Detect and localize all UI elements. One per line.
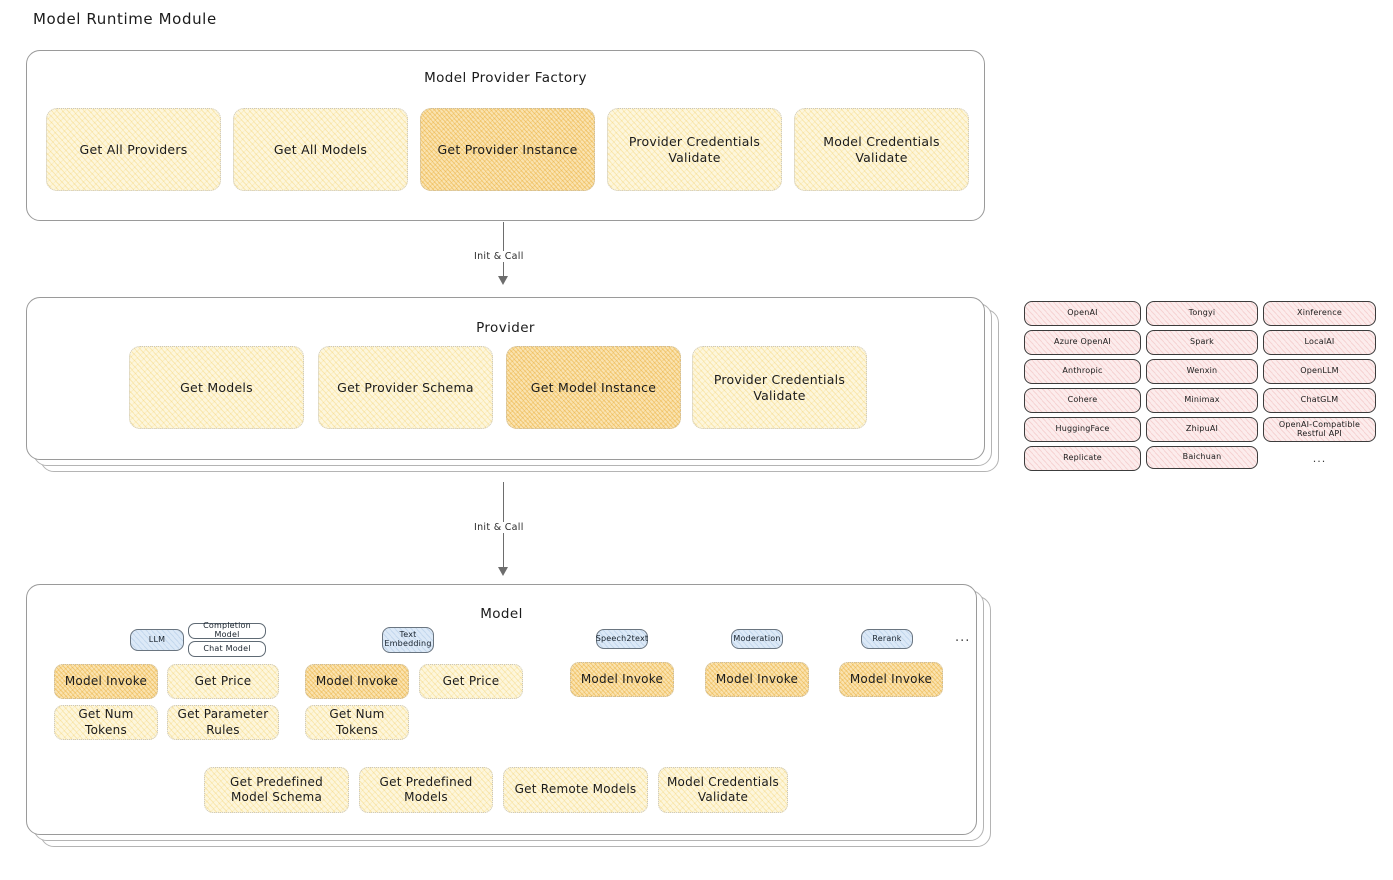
model-method-text-embedding-get-num-tokens[interactable]: Get Num Tokens xyxy=(305,705,409,740)
provider-box-get-provider-schema[interactable]: Get Provider Schema xyxy=(318,346,493,429)
provider-box-get-model-instance[interactable]: Get Model Instance xyxy=(506,346,681,429)
provider-chip-replicate[interactable]: Replicate xyxy=(1024,446,1141,471)
model-method-llm-get-parameter-rules[interactable]: Get Parameter Rules xyxy=(167,705,279,740)
model-provider-factory-panel: Model Provider Factory Get All Providers… xyxy=(26,50,985,221)
provider-chip-minimax[interactable]: Minimax xyxy=(1146,388,1258,413)
provider-chip-chatglm[interactable]: ChatGLM xyxy=(1263,388,1376,413)
arrow-factory-to-provider-head xyxy=(498,276,508,285)
provider-chip-tongyi[interactable]: Tongyi xyxy=(1146,301,1258,326)
provider-chip-zhipuai[interactable]: ZhipuAI xyxy=(1146,417,1258,442)
model-method-llm-get-num-tokens[interactable]: Get Num Tokens xyxy=(54,705,158,740)
provider-chip-xinference[interactable]: Xinference xyxy=(1263,301,1376,326)
provider-box-provider-credentials-validate[interactable]: Provider Credentials Validate xyxy=(692,346,867,429)
model-panel: Model LLM Completion Model Chat Model Mo… xyxy=(26,584,977,835)
model-type-badge-moderation[interactable]: Moderation xyxy=(731,629,783,649)
provider-chip-openai[interactable]: OpenAI xyxy=(1024,301,1141,326)
arrow-provider-to-model-label: Init & Call xyxy=(470,522,528,533)
provider-chip-baichuan[interactable]: Baichuan xyxy=(1146,446,1258,469)
model-method-text-embedding-model-invoke[interactable]: Model Invoke xyxy=(305,664,409,699)
model-common-get-remote-models[interactable]: Get Remote Models xyxy=(503,767,648,813)
model-subtype-badge-completion-model[interactable]: Completion Model xyxy=(188,621,266,639)
provider-panel: Provider Get Models Get Provider Schema … xyxy=(26,297,985,460)
model-method-rerank-model-invoke[interactable]: Model Invoke xyxy=(839,662,943,697)
model-provider-factory-title: Model Provider Factory xyxy=(424,70,587,86)
provider-chip-wenxin[interactable]: Wenxin xyxy=(1146,359,1258,384)
model-type-badge-text-embedding[interactable]: Text Embedding xyxy=(382,627,434,653)
provider-title: Provider xyxy=(476,320,535,336)
provider-chip-spark[interactable]: Spark xyxy=(1146,330,1258,355)
model-common-model-credentials-validate[interactable]: Model Credentials Validate xyxy=(658,767,788,813)
provider-chip-localai[interactable]: LocalAI xyxy=(1263,330,1376,355)
model-type-badge-llm[interactable]: LLM xyxy=(130,629,184,651)
provider-chip-anthropic[interactable]: Anthropic xyxy=(1024,359,1141,384)
model-type-badge-rerank[interactable]: Rerank xyxy=(861,629,913,649)
provider-box-get-models[interactable]: Get Models xyxy=(129,346,304,429)
page-title: Model Runtime Module xyxy=(33,10,217,28)
factory-box-provider-credentials-validate[interactable]: Provider Credentials Validate xyxy=(607,108,782,191)
provider-chip-openai-compatible-restful-api[interactable]: OpenAI-Compatible Restful API xyxy=(1263,417,1376,442)
model-type-badge-speech2text[interactable]: Speech2text xyxy=(596,629,648,649)
model-common-get-predefined-models[interactable]: Get Predefined Models xyxy=(359,767,493,813)
model-method-llm-get-price[interactable]: Get Price xyxy=(167,664,279,699)
factory-box-get-all-providers[interactable]: Get All Providers xyxy=(46,108,221,191)
provider-chip-huggingface[interactable]: HuggingFace xyxy=(1024,417,1141,442)
model-subtype-badge-chat-model[interactable]: Chat Model xyxy=(188,641,266,657)
provider-chip-cohere[interactable]: Cohere xyxy=(1024,388,1141,413)
factory-box-get-all-models[interactable]: Get All Models xyxy=(233,108,408,191)
provider-list-ellipsis: ... xyxy=(1312,452,1327,465)
model-method-moderation-model-invoke[interactable]: Model Invoke xyxy=(705,662,809,697)
arrow-provider-to-model-head xyxy=(498,567,508,576)
model-title: Model xyxy=(480,606,523,622)
model-common-get-predefined-model-schema[interactable]: Get Predefined Model Schema xyxy=(204,767,349,813)
factory-box-model-credentials-validate[interactable]: Model Credentials Validate xyxy=(794,108,969,191)
factory-box-get-provider-instance[interactable]: Get Provider Instance xyxy=(420,108,595,191)
provider-chip-azure-openai[interactable]: Azure OpenAI xyxy=(1024,330,1141,355)
model-method-llm-model-invoke[interactable]: Model Invoke xyxy=(54,664,158,699)
arrow-factory-to-provider-label: Init & Call xyxy=(470,251,528,262)
provider-chip-openllm[interactable]: OpenLLM xyxy=(1263,359,1376,384)
model-method-speech2text-model-invoke[interactable]: Model Invoke xyxy=(570,662,674,697)
model-types-ellipsis: ... xyxy=(955,630,971,645)
model-method-text-embedding-get-price[interactable]: Get Price xyxy=(419,664,523,699)
